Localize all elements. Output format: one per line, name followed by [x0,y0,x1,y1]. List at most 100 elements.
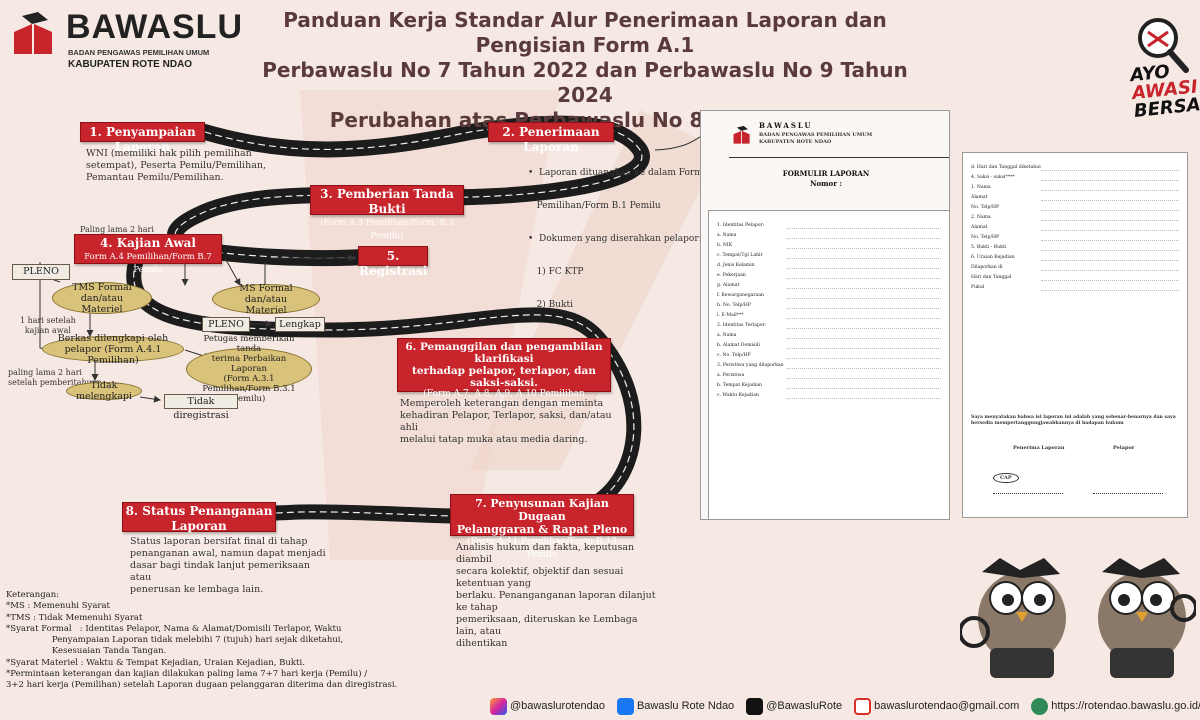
form-field-label: 1. Identitas Pelapor: [717,223,765,228]
petugas-line: (Form A.3.1 Pemilihan/Form B.3.1 [202,374,296,394]
step-5-title: 5. Registrasi [359,249,428,278]
form-field-label: a. Peristiwa [717,373,745,378]
title-line-1: Panduan Kerja Standar Alur Penerimaan La… [283,8,887,57]
step-8-box: 8. Status Penanganan Laporan Form A.17 P… [122,502,276,558]
desc-line: Analisis hukum dan fakta, keputusan diam… [456,542,635,565]
magnifier-icon [1138,18,1189,73]
form-field-value-line [1041,245,1179,251]
x-handle: @BawasluRote [766,700,843,712]
form-field-value-line [787,383,941,389]
form-field-value-line [787,263,941,269]
website-url: https://rotendao.bawaslu.go.id/ [1051,700,1200,712]
form-field-label: 6. Uraian Kejadian [971,255,1015,260]
form-field-row: b. NIK [717,243,941,249]
facebook-link[interactable]: Bawaslu Rote Ndao [616,697,734,715]
ayo-awasi-bersama-logo: AYO AWASI BERSAMA [1128,10,1200,122]
step-2-description: • Laporan dituangkan ke dalam Form A.1 P… [528,146,721,322]
form-field-row: Alamat [971,225,1179,231]
ms-line: Materiel [245,304,287,316]
form-field-label: d. Hari dan Tanggal diketahui [971,165,1041,170]
form-field-row: No. Telp/HP [971,235,1179,241]
step-7-title-2: Pelanggaran & Rapat Pleno [456,523,628,536]
form-field-row: c. Tempat/Tgl Lahir [717,253,941,259]
form-field-row: 2. Identitas Terlapor: [717,323,941,329]
desc-line: Memperoleh keterangan dengan meminta [400,398,604,409]
desc-line: secara kolektif, objektif dan sesuai ket… [456,566,624,589]
globe-icon [1031,697,1049,715]
website-link[interactable]: https://rotendao.bawaslu.go.id/ [1031,697,1200,715]
tms-line: TMS Formal [72,281,132,293]
form-field-label: Alamat [971,195,988,200]
instagram-link[interactable]: @bawaslurotendao [490,697,605,715]
email-link[interactable]: bawaslurotendao@gmail.com [854,697,1019,715]
x-icon [746,697,764,715]
tidak-diregistrasi-box: Tidak diregistrasi [164,394,238,421]
form-field-label: d. Jenis Kelamin [717,263,755,268]
form-field-label: 5. Bukti - Bukti [971,245,1007,250]
desc-line: setempat), Peserta Pemilu/Pemilihan, [86,160,267,171]
facebook-icon [616,697,634,715]
sign-reporter: Pelapor [1113,445,1135,451]
desc-line: dihentikan [456,638,508,649]
instagram-handle: @bawaslurotendao [510,700,605,712]
form-field-row: h. No. Telp/HP [717,303,941,309]
form-field-label: e. Pekerjaan [717,273,746,278]
form-field-value-line [787,273,941,279]
desc-line: Status laporan bersifat final di tahap [130,536,308,547]
berkas-text: Berkas dilengkapi oleh pelapor (Form A.4… [57,332,169,366]
form-field-row: 5. Bukti - Bukti [971,245,1179,251]
step-3-title: 3. Pemberian Tanda Bukti [320,187,454,216]
mascot-owls-illustration [960,558,1196,678]
form-field-value-line [787,303,941,309]
form-emblem-icon [733,125,750,144]
step-8-title: 8. Status Penanganan Laporan [125,504,273,533]
instagram-icon [490,697,507,715]
page-title: Panduan Kerja Standar Alur Penerimaan La… [240,8,930,133]
form-field-value-line [1041,235,1179,241]
form-field-label: c. Waktu Kejadian [717,393,759,398]
step-6-form-2: Form B.9, B.10, B.11, B.12 Pemilu) [424,400,584,410]
form-field-value-line [1041,205,1179,211]
step-8-form: Form A.17 Pemilihan,/Form B.18 Pemilu [128,535,270,558]
desc-line: • Laporan dituangkan ke dalam Form A.1 [528,168,721,178]
form-field-label: g. Alamat [717,283,740,288]
step-3-form: (Form A.3 Pemilihan/Form. B.3 Pemilu) [320,218,454,241]
x-link[interactable]: @BawasluRote [746,697,843,715]
step-6-form-1: (Form A.7, A.8, A.9, A.10 Pemilihan [423,389,585,399]
step-7-description: Analisis hukum dan fakta, keputusan diam… [456,542,656,650]
step-4-note: Paling lama 2 hari [80,225,154,234]
gmail-icon [854,697,872,715]
form-field-label: No. Telp/HP [971,235,1000,240]
desc-line: melalui tatap muka atau media daring. [400,434,588,445]
form-field-value-line [787,333,941,339]
form-field-label: 1. Nama [971,185,991,190]
bawaslu-emblem-icon [14,12,52,54]
step-1-title: 1. Penyampaian Laporan [89,125,196,154]
step-5-box: 5. Registrasi [358,246,428,278]
form-field-label: c. Tempat/Tgl Lahir [717,253,763,258]
desc-line: penerusan ke lembaga lain. [130,584,264,595]
form-field-value-line [787,393,941,399]
tidak-melengkapi-node: Tidak melengkapi [66,380,142,402]
tms-line: dan/atau Materiel [80,292,124,315]
footer-social: @bawaslurotendao Bawaslu Rote Ndao @Bawa… [490,692,1200,720]
step-6-description: Memperoleh keterangan dengan meminta keh… [400,398,630,446]
desc-line: pemeriksaan, diteruskan ke Lembaga lain,… [456,614,638,637]
form-field-label: 3. Peristiwa yang dilaporkan [717,363,784,368]
form-field-row: Hari dan Tanggal [971,275,1179,281]
pleno-box-2: PLENO [202,317,250,332]
step-1-box: 1. Penyampaian Laporan [80,122,205,154]
form-field-value-line [1041,225,1179,231]
note-line: paling lama 2 hari [8,368,82,377]
form-field-value-line [787,283,941,289]
form-field-value-line [787,223,941,229]
form-field-label: i. E-Mail*** [717,313,744,318]
form-field-value-line [1041,165,1179,171]
form-field-label: Alamat [971,225,988,230]
form-field-label: b. Alamat Domisili [717,343,760,348]
